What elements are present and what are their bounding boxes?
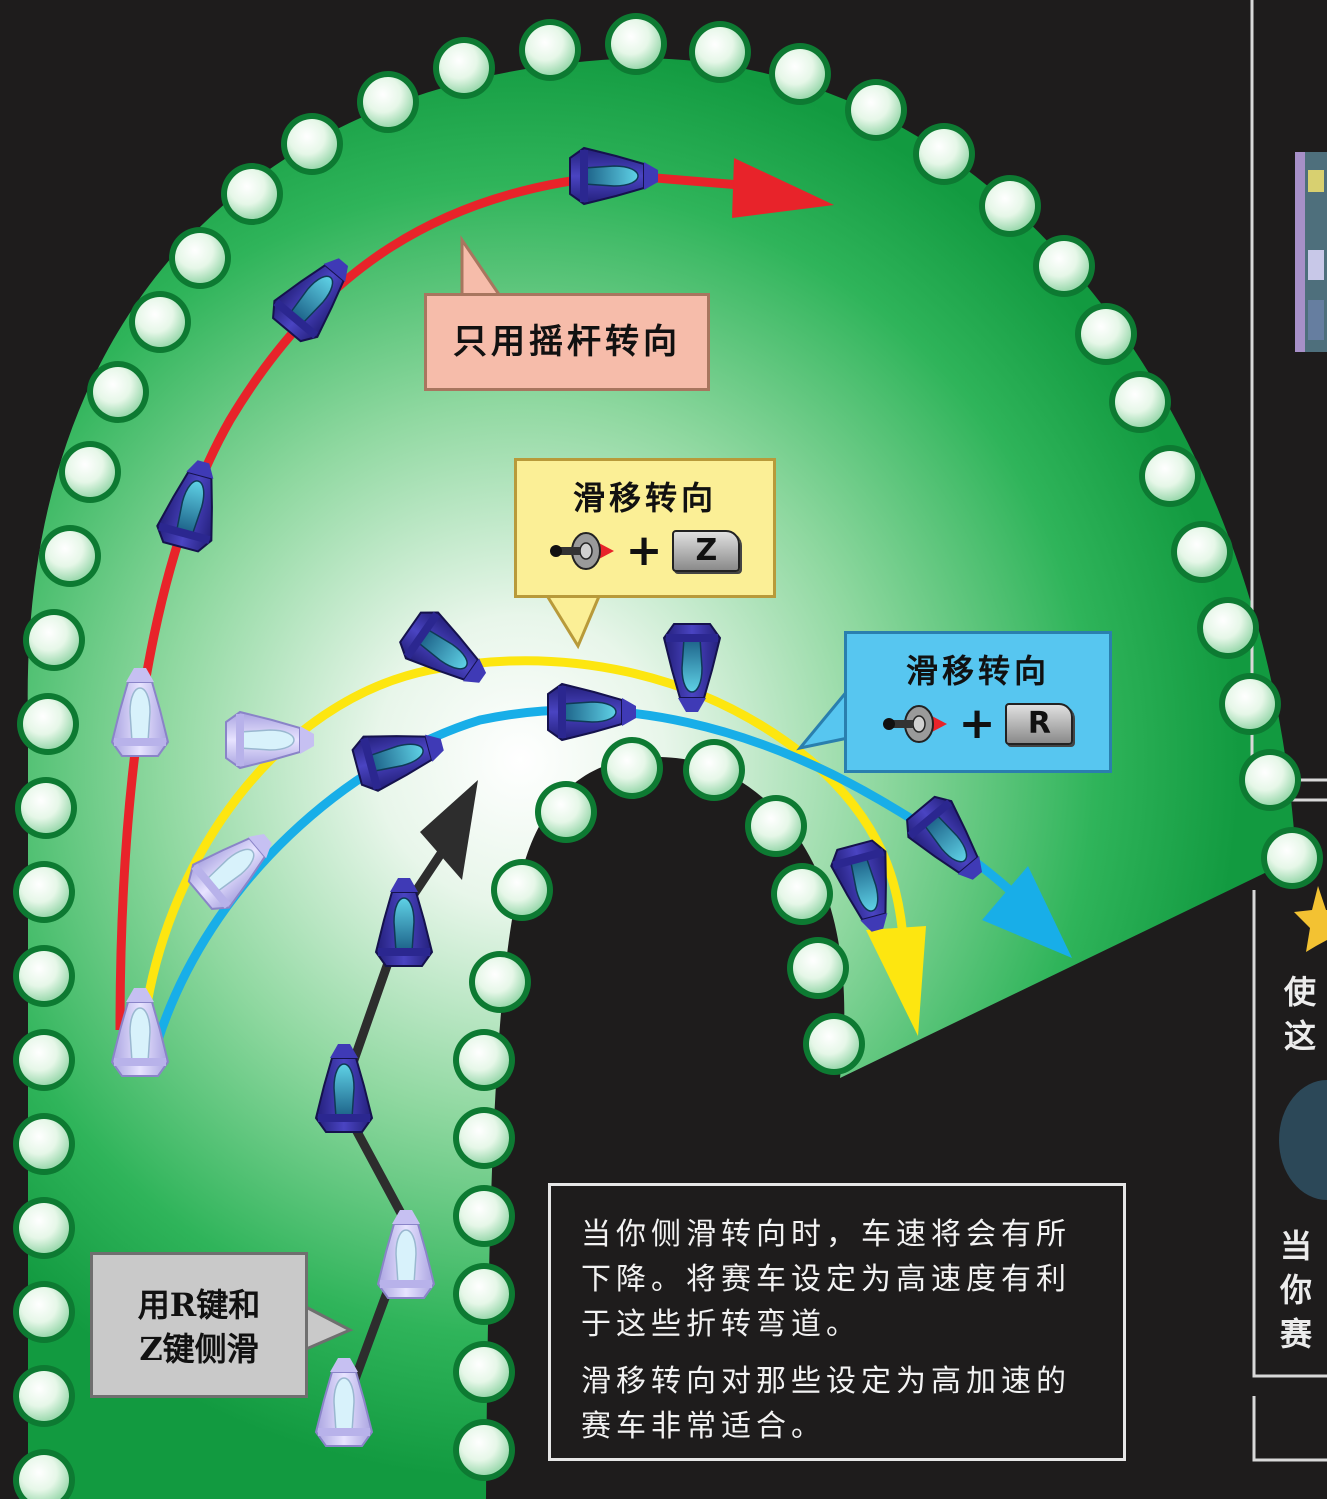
path-stick-only bbox=[115, 170, 741, 1031]
barrier-bead-icon bbox=[169, 227, 231, 289]
barrier-bead-icon bbox=[1219, 673, 1281, 735]
arrowhead-red bbox=[732, 158, 834, 218]
star-icon bbox=[1294, 886, 1327, 952]
barrier-bead-icon bbox=[13, 945, 75, 1007]
barrier-bead-icon bbox=[453, 1185, 515, 1247]
barrier-bead-icon bbox=[453, 1029, 515, 1091]
arrowhead-blue bbox=[982, 866, 1072, 958]
callout-rz-slide: 用R键和 Z键侧滑 bbox=[90, 1252, 308, 1398]
arrowhead-yellow bbox=[866, 926, 926, 1036]
barrier-bead-icon bbox=[129, 291, 191, 353]
callout-stick-only: 只用摇杆转向 bbox=[424, 293, 710, 391]
barrier-bead-icon bbox=[979, 175, 1041, 237]
barrier-bead-icon bbox=[23, 609, 85, 671]
barrier-bead-icon bbox=[453, 1107, 515, 1169]
barrier-bead-icon bbox=[519, 19, 581, 81]
barrier-bead-icon bbox=[469, 951, 531, 1013]
barrier-bead-icon bbox=[1197, 597, 1259, 659]
side-sphere bbox=[1279, 1080, 1327, 1200]
callout-slide-z-title: 滑移转向 bbox=[572, 479, 717, 517]
barrier-bead-icon bbox=[605, 13, 667, 75]
barrier-bead-icon bbox=[491, 859, 553, 921]
barrier-bead-icon bbox=[845, 79, 907, 141]
barrier-bead-icon bbox=[357, 71, 419, 133]
barrier-bead-icon bbox=[771, 863, 833, 925]
r-key-icon: R bbox=[1005, 703, 1074, 745]
joystick-icon bbox=[549, 532, 614, 570]
barrier-bead-icon bbox=[769, 43, 831, 105]
barrier-bead-icon bbox=[87, 361, 149, 423]
barrier-bead-icon bbox=[745, 795, 807, 857]
info-box: 当你侧滑转向时，车速将会有所下降。将赛车设定为高速度有利于这些折转弯道。 滑移转… bbox=[548, 1183, 1126, 1461]
barrier-bead-icon bbox=[913, 123, 975, 185]
barrier-bead-icon bbox=[1261, 827, 1323, 889]
barrier-bead-icon bbox=[281, 113, 343, 175]
inner-barrier bbox=[453, 737, 865, 1481]
barrier-bead-icon bbox=[433, 37, 495, 99]
side-text-a2: 这 bbox=[1284, 1017, 1317, 1055]
barrier-bead-icon bbox=[803, 1013, 865, 1075]
z-key-icon: Z bbox=[672, 530, 741, 572]
barrier-bead-icon bbox=[1139, 445, 1201, 507]
callout-rz-line1: 用R键和 bbox=[137, 1286, 261, 1324]
barrier-bead-icon bbox=[453, 1419, 515, 1481]
callout-stick-only-text: 只用摇杆转向 bbox=[453, 322, 681, 362]
barrier-bead-icon bbox=[17, 693, 79, 755]
joystick-icon bbox=[882, 705, 947, 743]
barrier-bead-icon bbox=[601, 737, 663, 799]
barrier-bead-icon bbox=[59, 441, 121, 503]
barrier-bead-icon bbox=[453, 1341, 515, 1403]
barrier-bead-icon bbox=[453, 1263, 515, 1325]
barrier-bead-icon bbox=[13, 1281, 75, 1343]
side-text-b2: 你 bbox=[1280, 1271, 1313, 1309]
track-surface bbox=[27, 58, 1297, 1499]
outer-barrier bbox=[13, 13, 1323, 1499]
barrier-bead-icon bbox=[15, 777, 77, 839]
barrier-bead-icon bbox=[13, 1365, 75, 1427]
barrier-bead-icon bbox=[787, 937, 849, 999]
barrier-bead-icon bbox=[683, 739, 745, 801]
arrowhead-dark bbox=[420, 780, 478, 880]
barrier-bead-icon bbox=[13, 861, 75, 923]
barrier-bead-icon bbox=[535, 781, 597, 843]
barrier-bead-icon bbox=[1075, 303, 1137, 365]
barrier-bead-icon bbox=[13, 1029, 75, 1091]
callout-slide-z: 滑移转向 + Z bbox=[514, 458, 776, 598]
info-paragraph-1: 当你侧滑转向时，车速将会有所下降。将赛车设定为高速度有利于这些折转弯道。 bbox=[581, 1217, 1071, 1342]
callout-slide-r: 滑移转向 + R bbox=[844, 631, 1112, 773]
barrier-bead-icon bbox=[39, 525, 101, 587]
callout-slide-r-title: 滑移转向 bbox=[905, 652, 1050, 690]
plus-sign: + bbox=[958, 698, 996, 749]
plus-sign: + bbox=[625, 525, 663, 576]
barrier-bead-icon bbox=[13, 1449, 75, 1499]
barrier-bead-icon bbox=[13, 1197, 75, 1259]
barrier-bead-icon bbox=[1239, 749, 1301, 811]
barrier-bead-icon bbox=[689, 21, 751, 83]
barrier-bead-icon bbox=[221, 163, 283, 225]
info-paragraph-2: 滑移转向对那些设定为高加速的赛车非常适合。 bbox=[581, 1364, 1071, 1444]
side-text-a1: 使 bbox=[1284, 973, 1317, 1011]
path-slide-z bbox=[137, 656, 909, 1041]
callout-rz-line2: Z键侧滑 bbox=[139, 1330, 259, 1368]
side-text-b3: 赛 bbox=[1280, 1315, 1313, 1353]
barrier-bead-icon bbox=[13, 1113, 75, 1175]
barrier-bead-icon bbox=[1171, 521, 1233, 583]
side-text-b1: 当 bbox=[1280, 1227, 1313, 1265]
barrier-bead-icon bbox=[1033, 235, 1095, 297]
barrier-bead-icon bbox=[1109, 371, 1171, 433]
